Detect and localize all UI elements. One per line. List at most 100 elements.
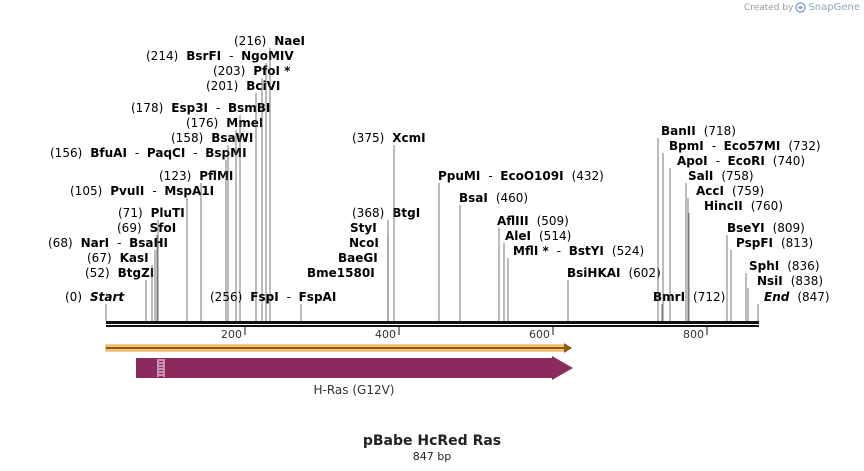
site-position: (105) bbox=[70, 184, 102, 198]
site-naei[interactable]: (216)NaeI bbox=[234, 34, 305, 321]
site-xcmi[interactable]: (375)XcmI bbox=[352, 131, 426, 321]
site-bsai[interactable]: BsaI(460) bbox=[459, 191, 528, 321]
sequence-backbone bbox=[106, 321, 759, 327]
site-name: BsaI bbox=[459, 191, 488, 205]
site-name: KasI bbox=[120, 251, 149, 265]
site-position: (732) bbox=[788, 139, 820, 153]
site-pfoi[interactable]: (203)PfoI * bbox=[213, 64, 291, 321]
site-separator: - bbox=[193, 146, 197, 160]
site-bsrfi[interactable]: (214)BsrFI - NgoMIV bbox=[146, 49, 294, 321]
site-bmri[interactable]: BmrI(712) bbox=[653, 290, 725, 321]
site-separator: - bbox=[152, 184, 156, 198]
site-pspfi[interactable]: PspFI(813) bbox=[730, 236, 813, 321]
site-name: AflIII bbox=[497, 214, 529, 228]
site-baegi[interactable]: BaeGI bbox=[338, 251, 389, 321]
site-bme1580i[interactable]: Bme1580I bbox=[307, 266, 389, 321]
site-position: (69) bbox=[117, 221, 142, 235]
site-bsihkai[interactable]: BsiHKAI(602) bbox=[567, 266, 661, 321]
site-name: BaeGI bbox=[338, 251, 378, 265]
site-mfli[interactable]: MflI * - BstYI(524) bbox=[507, 244, 644, 321]
site-position: (201) bbox=[206, 79, 238, 93]
site-position: (847) bbox=[797, 290, 829, 304]
site-position: (602) bbox=[628, 266, 660, 280]
site-start[interactable]: (0)Start bbox=[65, 290, 125, 321]
site-sphi[interactable]: SphI(836) bbox=[745, 259, 820, 321]
site-banii[interactable]: BanII(718) bbox=[657, 124, 736, 321]
site-position: (216) bbox=[234, 34, 266, 48]
site-name: PvuII bbox=[110, 184, 144, 198]
tick-label: 400 bbox=[375, 328, 396, 341]
site-esp3i[interactable]: (178)Esp3I - BsmBI bbox=[131, 101, 270, 321]
site-position: (368) bbox=[352, 206, 384, 220]
site-btgi[interactable]: (368)BtgI bbox=[352, 206, 420, 321]
site-bpmi[interactable]: BpmI - Eco57MI(732) bbox=[662, 139, 821, 321]
site-sali[interactable]: SalI(758) bbox=[685, 169, 754, 321]
site-position: (760) bbox=[751, 199, 783, 213]
site-apoi[interactable]: ApoI - EcoRI(740) bbox=[669, 154, 805, 321]
site-mmei[interactable]: (176)MmeI bbox=[186, 116, 263, 321]
site-name: NcoI bbox=[349, 236, 379, 250]
site-end[interactable]: End(847) bbox=[757, 290, 830, 321]
site-name: BfuAI bbox=[90, 146, 127, 160]
feature-hatch-mark bbox=[157, 359, 165, 377]
site-position: (838) bbox=[791, 274, 823, 288]
orf-arrow[interactable] bbox=[105, 343, 572, 353]
site-position: (158) bbox=[171, 131, 203, 145]
site-separator: - bbox=[716, 154, 720, 168]
site-name: BanII bbox=[661, 124, 696, 138]
site-separator: - bbox=[488, 169, 492, 183]
site-pluti[interactable]: (71) PluTI bbox=[118, 206, 185, 321]
site-afliii[interactable]: AflIII (509) bbox=[497, 214, 569, 321]
site-bsawi[interactable]: (158) BsaWI bbox=[171, 131, 253, 321]
site-position: (176) bbox=[186, 116, 218, 130]
tick-label: 600 bbox=[529, 328, 550, 341]
site-bcivi[interactable]: (201) BciVI bbox=[206, 79, 280, 321]
site-bseyi[interactable]: BseYI(809) bbox=[726, 221, 805, 321]
site-bfuai[interactable]: (156)BfuAI - PaqCI - BspMI bbox=[50, 146, 247, 321]
site-position: (71) bbox=[118, 206, 143, 220]
site-position: (712) bbox=[693, 290, 725, 304]
site-name: NsiI bbox=[757, 274, 783, 288]
site-name: PspFI bbox=[736, 236, 773, 250]
site-sfoi[interactable]: (69)SfoI bbox=[117, 221, 176, 321]
snapgene-branding: Created by SnapGene bbox=[744, 2, 860, 13]
h-ras-feature[interactable] bbox=[136, 356, 573, 380]
site-name: Eco57MI bbox=[724, 139, 781, 153]
site-name: MspA1I bbox=[164, 184, 214, 198]
site-hincii[interactable]: HincII(760) bbox=[688, 199, 783, 321]
site-position: (0) bbox=[65, 290, 82, 304]
site-name: BciVI bbox=[246, 79, 280, 93]
site-kasi[interactable]: (67)KasI bbox=[87, 251, 153, 321]
site-acci[interactable]: AccI(759) bbox=[687, 184, 764, 321]
site-position: (203) bbox=[213, 64, 245, 78]
tick-label: 800 bbox=[683, 328, 704, 341]
site-separator: - bbox=[287, 290, 291, 304]
site-position: (809) bbox=[773, 221, 805, 235]
site-separator: - bbox=[135, 146, 139, 160]
site-name: XcmI bbox=[392, 131, 425, 145]
site-ppumi[interactable]: PpuMI - EcoO109I(432) bbox=[438, 169, 604, 321]
position-ticks: 200 400 600 800 bbox=[221, 326, 708, 341]
site-name: FspAI bbox=[299, 290, 337, 304]
site-name: AccI bbox=[696, 184, 724, 198]
site-position: (836) bbox=[787, 259, 819, 273]
site-position: (432) bbox=[572, 169, 604, 183]
site-pflmi[interactable]: (123)PflMI bbox=[159, 169, 233, 321]
site-position: (123) bbox=[159, 169, 191, 183]
site-name: BsaWI bbox=[211, 131, 253, 145]
created-by-label: Created by bbox=[743, 2, 794, 13]
site-position: (509) bbox=[537, 214, 569, 228]
site-nsii[interactable]: NsiI (838) bbox=[747, 274, 823, 321]
site-name: BsrFI bbox=[186, 49, 221, 63]
site-separator: - bbox=[557, 244, 561, 258]
site-position: (214) bbox=[146, 49, 178, 63]
site-btgzi[interactable]: (52)BtgZI bbox=[85, 266, 154, 321]
site-name: PluTI bbox=[151, 206, 185, 220]
site-name: StyI bbox=[350, 221, 377, 235]
site-fspi[interactable]: (256)FspI - FspAI bbox=[210, 290, 336, 321]
site-alei[interactable]: AleI(514) bbox=[503, 229, 571, 321]
sequence-length: 847 bp bbox=[413, 450, 451, 463]
snapgene-name: SnapGene bbox=[808, 2, 860, 13]
site-pvuii[interactable]: (105) PvuII - MspA1I bbox=[70, 184, 214, 321]
tick-label: 200 bbox=[221, 328, 242, 341]
